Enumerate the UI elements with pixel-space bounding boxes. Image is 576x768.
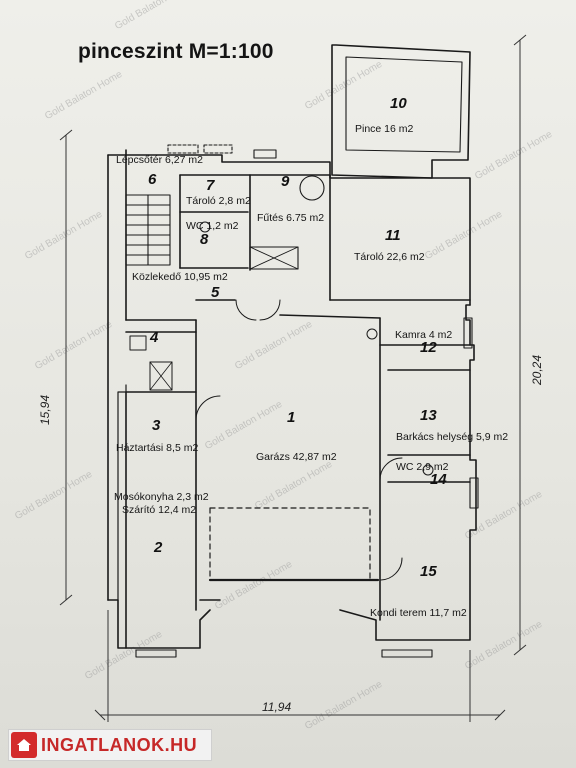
room-number-household: 3 xyxy=(152,417,161,434)
room-label-wc-large: WC 2,9 m2 xyxy=(396,461,449,473)
room-number-storage-small: 7 xyxy=(206,177,215,194)
room-label-laundry: Mosókonyha 2,3 m2 xyxy=(114,491,209,503)
plan-title: pinceszint M=1:100 xyxy=(78,40,274,63)
room-number-gym: 15 xyxy=(420,563,437,580)
room-label-heating: Fűtés 6.75 m2 xyxy=(257,212,325,224)
room-label-wc-small: WC 1,2 m2 xyxy=(186,220,239,232)
room-number-pantry: 12 xyxy=(420,339,437,356)
room-label-storage-small: Tároló 2,8 m2 xyxy=(186,195,251,207)
room-number-storage-large: 11 xyxy=(385,227,401,244)
room-number-stairs: 6 xyxy=(148,171,157,188)
dimension-width: 11,94 xyxy=(262,700,292,714)
room-label-gym: Kondi terem 11,7 m2 xyxy=(370,607,467,619)
brand-logo[interactable]: INGATLANOK.HU xyxy=(8,729,212,761)
room-label-dryer: Szárító 12,4 m2 xyxy=(122,504,197,516)
room-number-cellar: 10 xyxy=(390,95,407,112)
room-number-garage: 1 xyxy=(287,409,296,426)
room-number-heating: 9 xyxy=(281,173,290,190)
room-number-laundry: 2 xyxy=(154,539,163,556)
room-number-corridor: 5 xyxy=(211,284,220,301)
room-number-wc-small: 8 xyxy=(200,231,209,248)
room-number-workshop: 13 xyxy=(420,407,437,424)
room-label-garage: Garázs 42,87 m2 xyxy=(256,451,337,463)
room-number-4: 4 xyxy=(150,329,159,346)
room-number-wc-large: 14 xyxy=(430,471,447,488)
dimension-depth-right: 20,24 xyxy=(530,354,544,385)
house-icon xyxy=(11,732,37,758)
room-label-pantry: Kamra 4 m2 xyxy=(395,329,453,341)
brand-name: INGATLANOK.HU xyxy=(41,734,198,755)
dimension-depth-left: 15,94 xyxy=(38,394,52,425)
room-label-corridor: Közlekedő 10,95 m2 xyxy=(132,271,228,283)
room-label-cellar: Pince 16 m2 xyxy=(355,123,414,135)
room-label-workshop: Barkács helység 5,9 m2 xyxy=(396,431,509,443)
room-label-household: Háztartási 8,5 m2 xyxy=(116,442,199,454)
room-label-stairs: Lépcsőtér 6,27 m2 xyxy=(116,154,203,166)
room-label-storage-large: Tároló 22,6 m2 xyxy=(354,251,425,263)
